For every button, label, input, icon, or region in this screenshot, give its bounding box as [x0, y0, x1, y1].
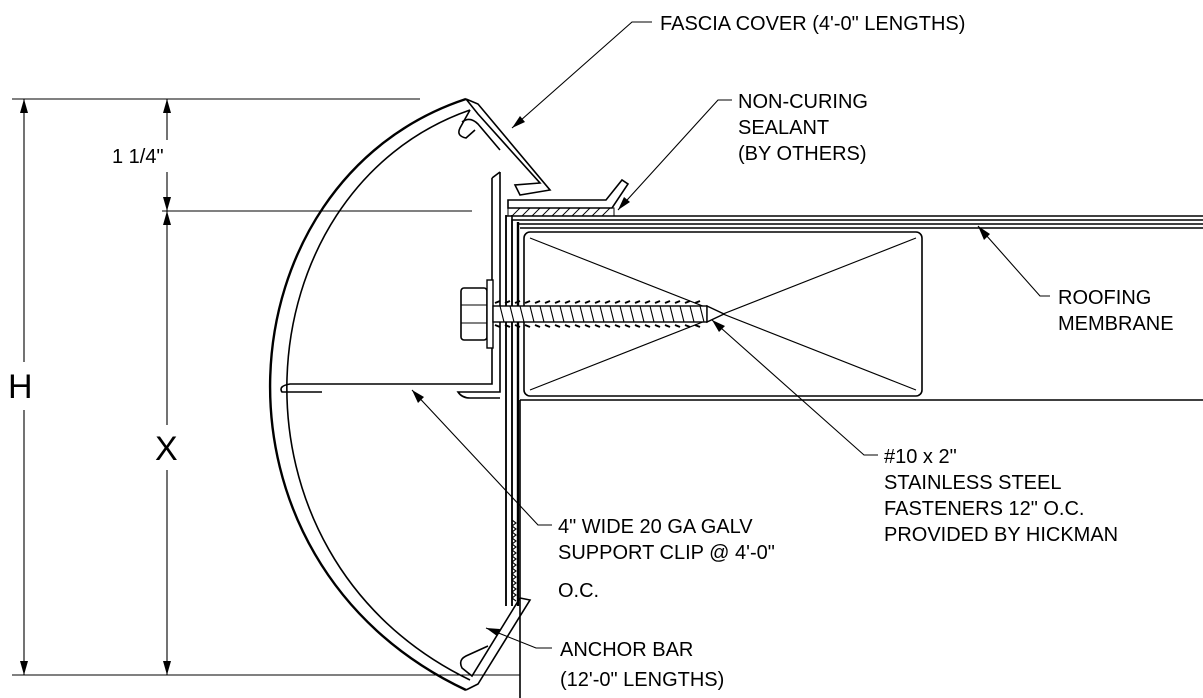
callout-support-clip: 4" WIDE 20 GA GALV SUPPORT CLIP @ 4'-0" … — [411, 389, 775, 602]
sealant-label-line2: SEALANT — [738, 117, 829, 139]
dimension-h: H — [8, 98, 520, 676]
sealant-label-line1: NON-CURING — [738, 91, 868, 113]
callout-roofing-membrane: ROOFING MEMBRANE — [977, 225, 1174, 335]
fastener-label-line3: FASTENERS 12" O.C. — [884, 498, 1085, 520]
fascia-cover — [268, 97, 552, 692]
anchor-label-line2: (12'-0" LENGTHS) — [560, 669, 724, 691]
callout-sealant: NON-CURING SEALANT (BY OTHERS) — [617, 91, 868, 211]
fastener-label-line1: #10 x 2" — [884, 446, 957, 468]
fastener — [460, 279, 726, 349]
fascia-cover-label: FASCIA COVER (4'-0" LENGTHS) — [660, 13, 965, 35]
anchor-bar — [505, 215, 521, 698]
fastener-label-line4: PROVIDED BY HICKMAN — [884, 524, 1118, 546]
dimension-x: X — [155, 210, 472, 675]
support-clip — [280, 171, 501, 399]
sealant-label-line3: (BY OTHERS) — [738, 143, 867, 165]
clip-label-line1: 4" WIDE 20 GA GALV — [558, 516, 753, 538]
roofing-membrane — [505, 215, 1203, 606]
dimension-h-label: H — [8, 368, 33, 406]
clip-label-line3: O.C. — [558, 580, 599, 602]
dimension-x-label: X — [155, 430, 178, 468]
dimension-top-offset-label: 1 1/4" — [112, 146, 164, 168]
anchor-label-line1: ANCHOR BAR — [560, 639, 693, 661]
clip-label-line2: SUPPORT CLIP @ 4'-0" — [558, 542, 775, 564]
fastener-label-line2: STAINLESS STEEL — [884, 472, 1061, 494]
callout-fastener: #10 x 2" STAINLESS STEEL FASTENERS 12" O… — [711, 319, 1118, 546]
membrane-label-line1: ROOFING — [1058, 287, 1151, 309]
membrane-label-line2: MEMBRANE — [1058, 313, 1174, 335]
sealant — [507, 178, 630, 217]
dimension-top-offset: 1 1/4" — [112, 99, 171, 211]
callout-fascia-cover: FASCIA COVER (4'-0" LENGTHS) — [511, 13, 965, 129]
callout-anchor-bar: ANCHOR BAR (12'-0" LENGTHS) — [485, 627, 724, 691]
